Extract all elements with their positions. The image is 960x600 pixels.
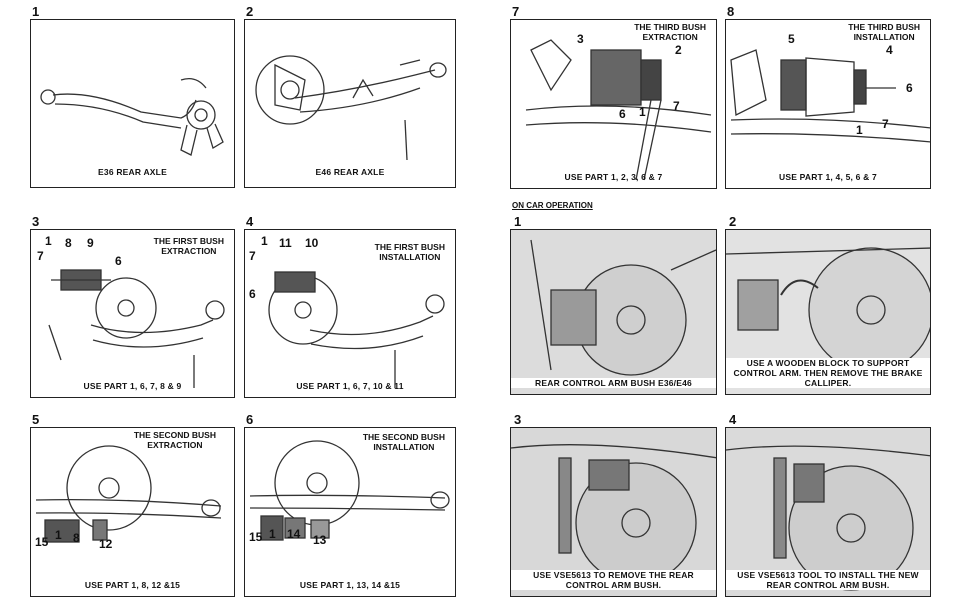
on-car-4-photo — [726, 428, 930, 596]
step-number-2: 2 — [246, 4, 254, 19]
on-car-operation-heading: ON CAR OPERATION — [512, 201, 593, 210]
caption-on-car-4: USE VSE5613 TOOL TO INSTALL THE NEW REAR… — [726, 570, 930, 590]
callout-4-7: 7 — [249, 249, 256, 263]
panel-third-bush-installation: THE THIRD BUSH INSTALLATION 5 4 6 1 7 US… — [725, 19, 931, 189]
first-bush-installation-drawing — [268, 271, 445, 388]
title-step-4: THE FIRST BUSH INSTALLATION — [374, 242, 445, 262]
callout-8-4: 4 — [886, 43, 893, 57]
third-bush-installation-drawing — [730, 49, 930, 143]
panel-on-car-4: USE VSE5613 TOOL TO INSTALL THE NEW REAR… — [725, 427, 931, 597]
callout-4-6: 6 — [249, 287, 256, 301]
title-step-7: THE THIRD BUSH EXTRACTION — [634, 22, 706, 42]
on-car-1-photo — [511, 230, 716, 394]
callout-6-14: 14 — [287, 527, 301, 541]
caption-step-2: E46 REAR AXLE — [315, 167, 385, 177]
callout-5-12: 12 — [99, 537, 113, 551]
callout-7-7: 7 — [673, 99, 680, 113]
callout-3-6: 6 — [115, 254, 122, 268]
callout-7-2: 2 — [675, 43, 682, 57]
first-bush-extraction-drawing — [48, 269, 225, 388]
caption-step-5: USE PART 1, 8, 12 &15 — [84, 580, 181, 590]
panel-second-bush-installation: THE SECOND BUSH INSTALLATION 15 1 14 13 … — [244, 427, 456, 597]
callout-6-1: 1 — [269, 527, 276, 541]
second-bush-installation-drawing — [249, 440, 450, 541]
callout-4-10: 10 — [305, 236, 319, 250]
on-car-step-number-1: 1 — [514, 214, 522, 229]
panel-on-car-1: REAR CONTROL ARM BUSH E36/E46 — [510, 229, 717, 395]
panel-third-bush-extraction: THE THIRD BUSH EXTRACTION 3 2 6 1 7 USE … — [510, 19, 717, 189]
step-number-4: 4 — [246, 214, 254, 229]
callout-5-1: 1 — [55, 528, 62, 542]
callout-5-15: 15 — [35, 535, 49, 549]
on-car-step-number-2: 2 — [729, 214, 737, 229]
caption-step-4: USE PART 1, 6, 7, 10 & 11 — [296, 381, 404, 391]
panel-on-car-3: USE VSE5613 TO REMOVE THE REAR CONTROL A… — [510, 427, 717, 597]
step-number-1: 1 — [32, 4, 40, 19]
callout-3-8: 8 — [65, 236, 72, 250]
callout-8-6: 6 — [906, 81, 913, 95]
on-car-step-number-3: 3 — [514, 412, 522, 427]
callout-8-5: 5 — [788, 32, 795, 46]
callout-5-8: 8 — [73, 531, 80, 545]
step-number-6: 6 — [246, 412, 254, 427]
panel-first-bush-extraction: THE FIRST BUSH EXTRACTION 1 8 9 7 6 USE … — [30, 229, 235, 398]
step-number-8: 8 — [727, 4, 735, 19]
e36-axle-drawing — [40, 77, 224, 156]
on-car-3-photo — [511, 428, 716, 596]
callout-7-1: 1 — [639, 105, 646, 119]
caption-step-1: E36 REAR AXLE — [98, 167, 167, 177]
callout-6-13: 13 — [313, 533, 327, 547]
panel-e36-rear-axle: E36 REAR AXLE — [30, 19, 235, 188]
callout-8-1: 1 — [856, 123, 863, 137]
caption-step-6: USE PART 1, 13, 14 &15 — [299, 580, 401, 590]
title-step-3: THE FIRST BUSH EXTRACTION — [153, 236, 224, 256]
on-car-step-number-4: 4 — [729, 412, 737, 427]
second-bush-extraction-drawing — [35, 445, 222, 543]
step-number-7: 7 — [512, 4, 520, 19]
callout-3-1: 1 — [45, 234, 52, 248]
step-number-3: 3 — [32, 214, 40, 229]
caption-on-car-2: USE A WOODEN BLOCK TO SUPPORT CONTROL AR… — [726, 358, 930, 388]
callout-4-11: 11 — [279, 236, 292, 250]
caption-on-car-1: REAR CONTROL ARM BUSH E36/E46 — [511, 378, 716, 388]
callout-7-3: 3 — [577, 32, 584, 46]
caption-step-8: USE PART 1, 4, 5, 6 & 7 — [779, 172, 877, 182]
caption-step-7: USE PART 1, 2, 3, 6 & 7 — [564, 172, 663, 182]
caption-on-car-3: USE VSE5613 TO REMOVE THE REAR CONTROL A… — [511, 570, 716, 590]
caption-step-3: USE PART 1, 6, 7, 8 & 9 — [83, 381, 182, 391]
callout-8-7: 7 — [882, 117, 889, 131]
title-step-6: THE SECOND BUSH INSTALLATION — [362, 432, 445, 452]
callout-3-9: 9 — [87, 236, 94, 250]
step-number-5: 5 — [32, 412, 40, 427]
title-step-5: THE SECOND BUSH EXTRACTION — [133, 430, 216, 450]
third-bush-extraction-drawing — [525, 39, 712, 181]
callout-7-6: 6 — [619, 107, 626, 121]
e46-axle-drawing — [255, 55, 447, 161]
panel-e46-rear-axle: E46 REAR AXLE — [244, 19, 456, 188]
callout-3-7: 7 — [37, 249, 44, 263]
panel-on-car-2: USE A WOODEN BLOCK TO SUPPORT CONTROL AR… — [725, 229, 931, 395]
panel-first-bush-installation: THE FIRST BUSH INSTALLATION 1 11 10 7 6 … — [244, 229, 456, 398]
panel-second-bush-extraction: THE SECOND BUSH EXTRACTION 15 1 8 12 USE… — [30, 427, 235, 597]
callout-4-1: 1 — [261, 234, 268, 248]
title-step-8: THE THIRD BUSH INSTALLATION — [848, 22, 920, 42]
callout-6-15: 15 — [249, 530, 263, 544]
